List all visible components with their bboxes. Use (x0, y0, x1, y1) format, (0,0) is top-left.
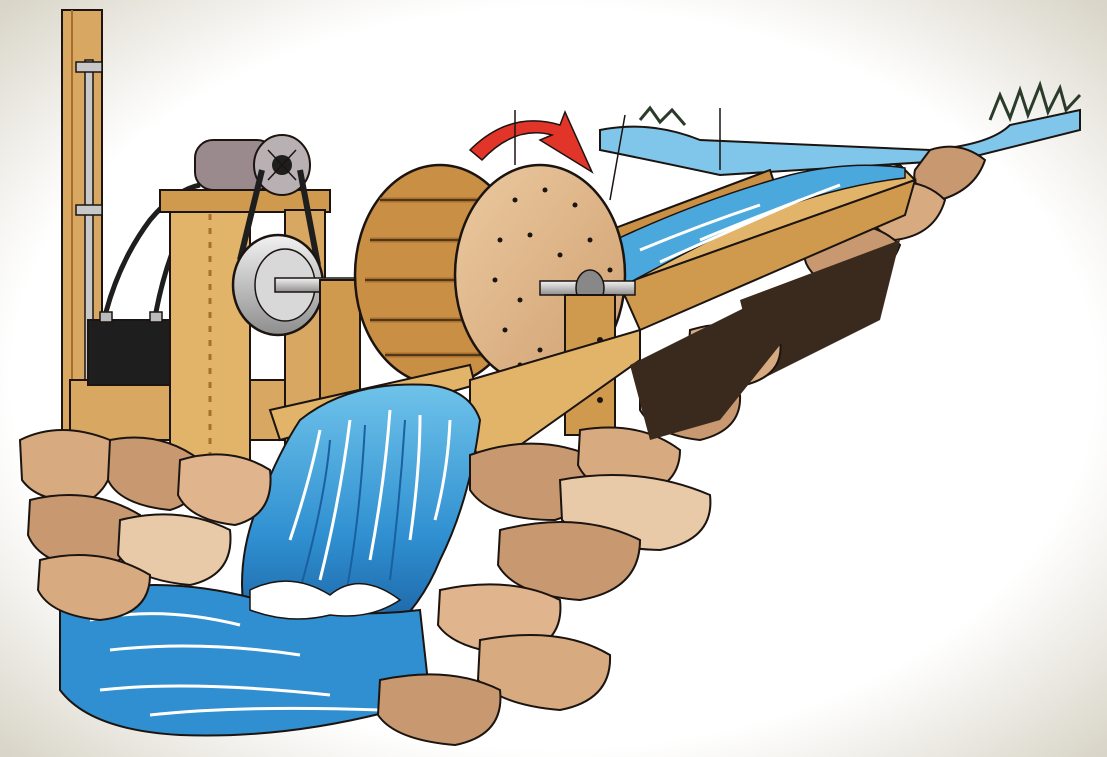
battery (88, 320, 178, 385)
generator-motor (195, 135, 310, 195)
